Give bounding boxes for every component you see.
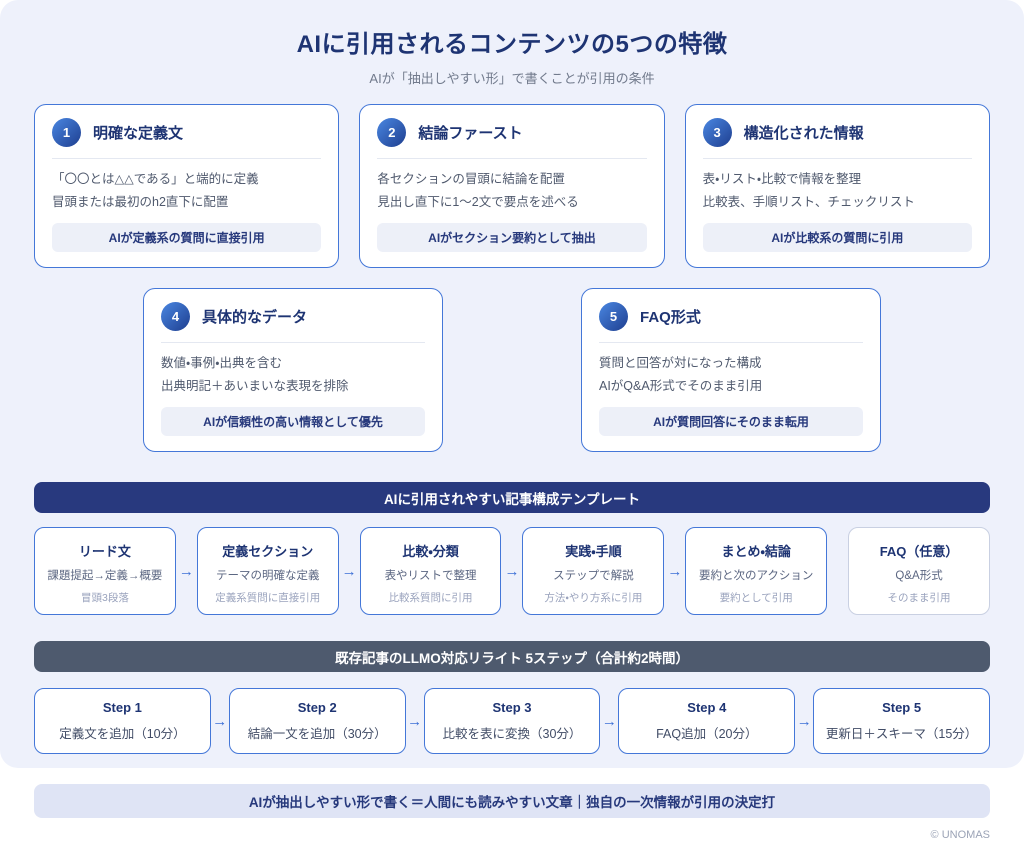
features-row-1: 1 明確な定義文 「〇〇とは△△である」と端的に定義 冒頭または最初のh2直下に…: [34, 104, 990, 268]
feature-line: 各セクションの冒頭に結論を配置: [377, 172, 565, 186]
summary-banner: AIが抽出しやすい形で書く＝人間にも読みやすい文章｜独自の一次情報が引用の決定打: [34, 784, 990, 818]
template-card-line1: 課題提起→定義→概要: [47, 570, 163, 582]
right-arrow-icon: →: [504, 562, 520, 580]
template-card-line2: そのまま引用: [887, 592, 951, 604]
feature-badge: AIが定義系の質問に直接引用: [52, 223, 322, 252]
step-desc: 更新日＋スキーマ（15分）: [825, 727, 978, 741]
right-arrow-icon: →: [341, 562, 357, 580]
right-arrow-icon: →: [796, 712, 812, 730]
feature-card-header: 1 明確な定義文: [52, 118, 321, 147]
feature-card-2: 2 結論ファースト 各セクションの冒頭に結論を配置 見出し直下に1〜2文で要点を…: [359, 104, 665, 268]
template-card-title: 定義セクション: [222, 544, 314, 559]
feature-title: 結論ファースト: [418, 125, 523, 142]
feature-line: 冒頭または最初のh2直下に配置: [52, 194, 229, 209]
right-arrow-icon: →: [178, 562, 194, 580]
feature-card-header: 2 結論ファースト: [377, 118, 646, 147]
template-card-definition: 定義セクション テーマの明確な定義 定義系質問に直接引用: [196, 527, 339, 615]
step-desc: 定義文を追加（10分）: [59, 727, 186, 741]
feature-line: 「〇〇とは△△である」と端的に定義: [52, 172, 259, 186]
template-card-line2: 方法・やり方系に引用: [544, 592, 643, 604]
template-card-summary: まとめ・結論 要約と次のアクション 要約として引用: [685, 527, 828, 615]
number-badge: 2: [377, 118, 407, 147]
template-card-line1: ステップで解説: [553, 570, 634, 582]
feature-card-4: 4 具体的なデータ 数値・事例・出典を含む 出典明記＋あいまいな表現を排除 AI…: [143, 288, 443, 452]
step-card-4: Step 4 FAQ追加（20分）: [618, 688, 796, 754]
template-card-practice: 実践・手順 ステップで解説 方法・やり方系に引用: [522, 527, 665, 615]
feature-card-header: 5 FAQ形式: [599, 302, 863, 331]
feature-title: 構造化された情報: [743, 125, 864, 142]
feature-title: FAQ形式: [640, 309, 701, 326]
step-title: Step 1: [102, 700, 142, 715]
feature-line: 表・リスト・比較で情報を整理: [702, 172, 862, 186]
divider: [52, 158, 322, 159]
step-desc: 結論一文を追加（30分）: [247, 727, 387, 741]
step-desc: FAQ追加（20分）: [656, 727, 758, 741]
divider: [599, 342, 863, 343]
number-badge: 3: [702, 118, 732, 147]
feature-line: 見出し直下に1〜2文で要点を述べる: [377, 194, 579, 209]
feature-line: 質問と回答が対になった構成: [599, 356, 762, 370]
step-title: Step 5: [882, 700, 922, 715]
feature-line: AIがQ&A形式でそのまま引用: [599, 378, 763, 393]
template-card-line1: テーマの明確な定義: [215, 570, 320, 582]
feature-badge: AIが質問回答にそのまま転用: [599, 407, 863, 436]
number-badge: 5: [599, 302, 628, 331]
feature-card-3: 3 構造化された情報 表・リスト・比較で情報を整理 比較表、手順リスト、チェック…: [684, 104, 990, 268]
feature-title: 明確な定義文: [93, 125, 184, 142]
template-card-title: リード文: [78, 544, 131, 559]
feature-card-header: 4 具体的なデータ: [161, 302, 425, 331]
divider: [702, 158, 972, 159]
template-card-line2: 要約として引用: [719, 592, 793, 604]
template-card-line1: Q&A形式: [895, 570, 943, 582]
template-card-line2: 冒頭3段落: [80, 592, 129, 604]
feature-badge: AIが信頼性の高い情報として優先: [161, 407, 425, 436]
rewrite-section-banner: 既存記事のLLMO対応リライト 5ステップ（合計約2時間）: [34, 641, 990, 672]
number-badge: 1: [52, 118, 81, 147]
template-card-title: まとめ・結論: [721, 544, 791, 559]
feature-line: 比較表、手順リスト、チェックリスト: [702, 194, 915, 209]
spacer: [827, 527, 848, 615]
feature-card-1: 1 明確な定義文 「〇〇とは△△である」と端的に定義 冒頭または最初のh2直下に…: [34, 104, 340, 268]
divider: [377, 158, 647, 159]
template-card-faq: FAQ（任意） Q&A形式 そのまま引用: [848, 527, 990, 615]
number-badge: 4: [161, 302, 190, 331]
feature-title: 具体的なデータ: [202, 309, 308, 326]
features-row-2: 4 具体的なデータ 数値・事例・出典を含む 出典明記＋あいまいな表現を排除 AI…: [34, 288, 990, 452]
right-arrow-icon: →: [601, 712, 617, 730]
step-title: Step 2: [297, 700, 337, 715]
template-card-title: FAQ（任意）: [879, 544, 959, 559]
right-arrow-icon: →: [407, 712, 423, 730]
step-card-3: Step 3 比較を表に変換（30分）: [423, 688, 601, 754]
feature-card-5: 5 FAQ形式 質問と回答が対になった構成 AIがQ&A形式でそのまま引用 AI…: [581, 288, 881, 452]
feature-badge: AIが比較系の質問に引用: [702, 223, 972, 252]
feature-line: 出典明記＋あいまいな表現を排除: [161, 378, 349, 393]
step-title: Step 4: [687, 700, 727, 715]
template-card-line1: 表やリストで整理: [384, 570, 477, 582]
step-card-2: Step 2 結論一文を追加（30分）: [228, 688, 406, 754]
template-card-comparison: 比較・分類 表やリストで整理 比較系質問に引用: [359, 527, 502, 615]
divider: [161, 342, 425, 343]
right-arrow-icon: →: [212, 712, 228, 730]
copyright-credit: © UNOMAS: [930, 829, 990, 841]
template-card-title: 実践・手順: [565, 544, 622, 559]
step-card-5: Step 5 更新日＋スキーマ（15分）: [813, 688, 990, 754]
template-card-lead: リード文 課題提起→定義→概要 冒頭3段落: [34, 527, 176, 615]
template-card-line1: 要約と次のアクション: [699, 570, 814, 582]
feature-card-header: 3 構造化された情報: [702, 118, 972, 147]
template-card-title: 比較・分類: [402, 544, 459, 559]
page-title: AIに引用されるコンテンツの5つの特徴: [296, 31, 728, 58]
step-card-1: Step 1 定義文を追加（10分）: [34, 688, 211, 754]
template-section-banner: AIに引用されやすい記事構成テンプレート: [34, 482, 990, 513]
template-flow-row: リード文 課題提起→定義→概要 冒頭3段落 → 定義セクション テーマの明確な定…: [34, 527, 990, 615]
rewrite-steps-row: Step 1 定義文を追加（10分） → Step 2 結論一文を追加（30分）…: [34, 688, 990, 754]
template-card-line2: 定義系質問に直接引用: [215, 592, 321, 604]
step-desc: 比較を表に変換（30分）: [442, 727, 582, 741]
feature-line: 数値・事例・出典を含む: [161, 356, 283, 370]
page-subtitle: AIが「抽出しやすい形」で書くことが引用の条件: [369, 71, 655, 86]
right-arrow-icon: →: [667, 562, 683, 580]
feature-badge: AIがセクション要約として抽出: [377, 223, 647, 252]
step-title: Step 3: [492, 700, 532, 715]
template-card-line2: 比較系質問に引用: [388, 592, 473, 604]
